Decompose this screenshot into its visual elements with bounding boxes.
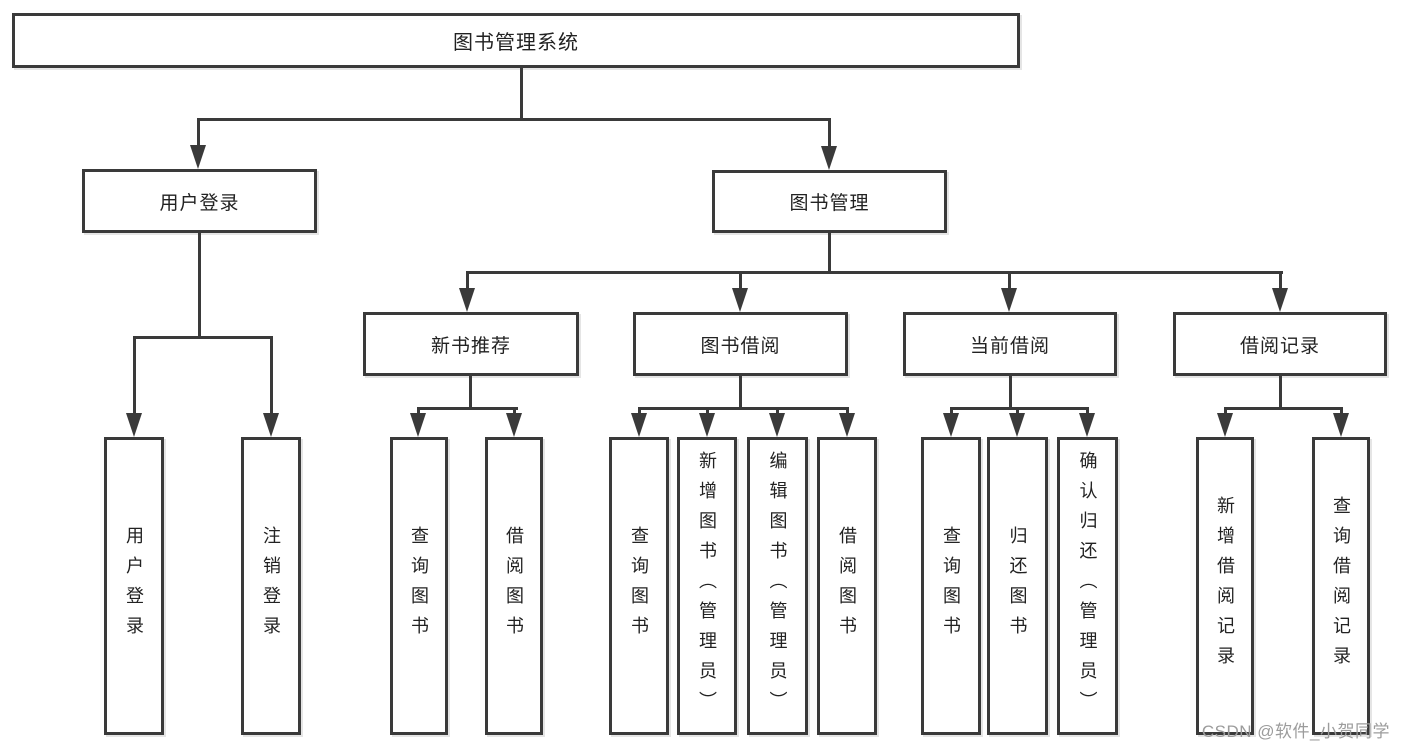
node-label: 借阅记录 [1239,335,1320,357]
arrow-down-icon [410,413,426,437]
node-current-borrowing: 当前借阅 [903,312,1117,376]
node-borrow-records: 借阅记录 [1173,312,1387,376]
leaf-user-login: 用户登录 [104,437,164,735]
connector-line [828,118,831,148]
connector-line [828,233,831,271]
connector-line [846,407,849,417]
arrow-down-icon [943,413,959,437]
connector-line [950,407,953,417]
leaf-recommend-borrow-books: 借阅图书 [485,437,543,735]
connector-line [1224,407,1343,410]
connector-line [270,336,273,416]
leaf-recommend-query-books: 查询图书 [390,437,448,735]
leaf-label: 用户登录 [124,526,144,646]
node-library-system: 图书管理系统 [12,13,1020,68]
node-book-borrowing: 图书借阅 [633,312,848,376]
leaf-label: 注销登录 [261,526,281,646]
connector-line [1279,271,1282,291]
leaf-label: 归还图书 [1007,526,1028,646]
arrow-down-icon [459,288,475,312]
connector-line [1279,376,1282,407]
connector-line [466,271,1283,274]
leaf-add-books-admin: 新增图书（管理员） [677,437,737,735]
connector-line [1224,407,1227,417]
arrow-down-icon [1217,413,1233,437]
connector-line [469,376,472,407]
connector-line [1340,407,1343,417]
arrow-down-icon [1009,413,1025,437]
connector-line [1016,407,1019,417]
connector-line [520,68,523,118]
connector-line [739,376,742,407]
node-label: 图书借阅 [700,335,781,357]
arrow-down-icon [821,146,837,170]
arrow-down-icon [839,413,855,437]
leaf-label: 查询图书 [941,526,961,646]
node-label: 用户登录 [159,192,240,214]
connector-line [513,407,516,417]
connector-line [1086,407,1089,417]
leaf-logout: 注销登录 [241,437,301,735]
leaf-borrowing-query-books: 查询图书 [609,437,669,735]
leaf-label: 借阅图书 [837,526,857,646]
connector-line [417,407,518,410]
arrow-down-icon [1272,288,1288,312]
arrow-down-icon [263,413,279,437]
leaf-label: 新增图书（管理员） [697,451,717,721]
arrow-down-icon [190,145,206,169]
leaf-label: 查询借阅记录 [1331,496,1351,676]
leaf-label: 查询图书 [629,526,649,646]
leaf-edit-books-admin: 编辑图书（管理员） [747,437,808,735]
arrow-down-icon [699,413,715,437]
leaf-borrowing-borrow-books: 借阅图书 [817,437,877,735]
connector-line [776,407,779,417]
node-label: 当前借阅 [969,335,1050,357]
connector-line [739,271,742,291]
arrow-down-icon [126,413,142,437]
connector-line [197,118,830,121]
connector-line [198,233,201,336]
connector-line [1009,376,1012,407]
connector-line [197,118,200,148]
connector-line [706,407,709,417]
node-book-management: 图书管理 [712,170,947,233]
node-label: 图书管理 [789,193,870,214]
leaf-label: 新增借阅记录 [1215,496,1235,676]
arrow-down-icon [506,413,522,437]
arrow-down-icon [732,288,748,312]
leaf-label: 查询图书 [409,526,429,646]
watermark: CSDN @软件_小贺同学 [1201,722,1390,741]
arrow-down-icon [769,413,785,437]
leaf-label: 借阅图书 [504,526,524,646]
connector-line [133,336,136,416]
leaf-current-query-books: 查询图书 [921,437,981,735]
arrow-down-icon [631,413,647,437]
connector-line [1008,271,1011,291]
leaf-confirm-return-admin: 确认归还（管理员） [1057,437,1118,735]
connector-line [638,407,641,417]
leaf-query-borrow-record: 查询借阅记录 [1312,437,1370,735]
node-user-login: 用户登录 [82,169,317,233]
leaf-label: 确认归还（管理员） [1077,451,1098,721]
arrow-down-icon [1001,288,1017,312]
node-new-book-recommend: 新书推荐 [363,312,579,376]
node-label: 新书推荐 [430,335,511,357]
node-label: 图书管理系统 [453,32,579,54]
leaf-add-borrow-record: 新增借阅记录 [1196,437,1254,735]
arrow-down-icon [1079,413,1095,437]
connector-line [417,407,420,417]
connector-line [133,336,273,339]
arrow-down-icon [1333,413,1349,437]
connector-line [950,407,1089,410]
leaf-return-books: 归还图书 [987,437,1048,735]
connector-line [638,407,849,410]
leaf-label: 编辑图书（管理员） [767,451,788,721]
connector-line [466,271,469,291]
